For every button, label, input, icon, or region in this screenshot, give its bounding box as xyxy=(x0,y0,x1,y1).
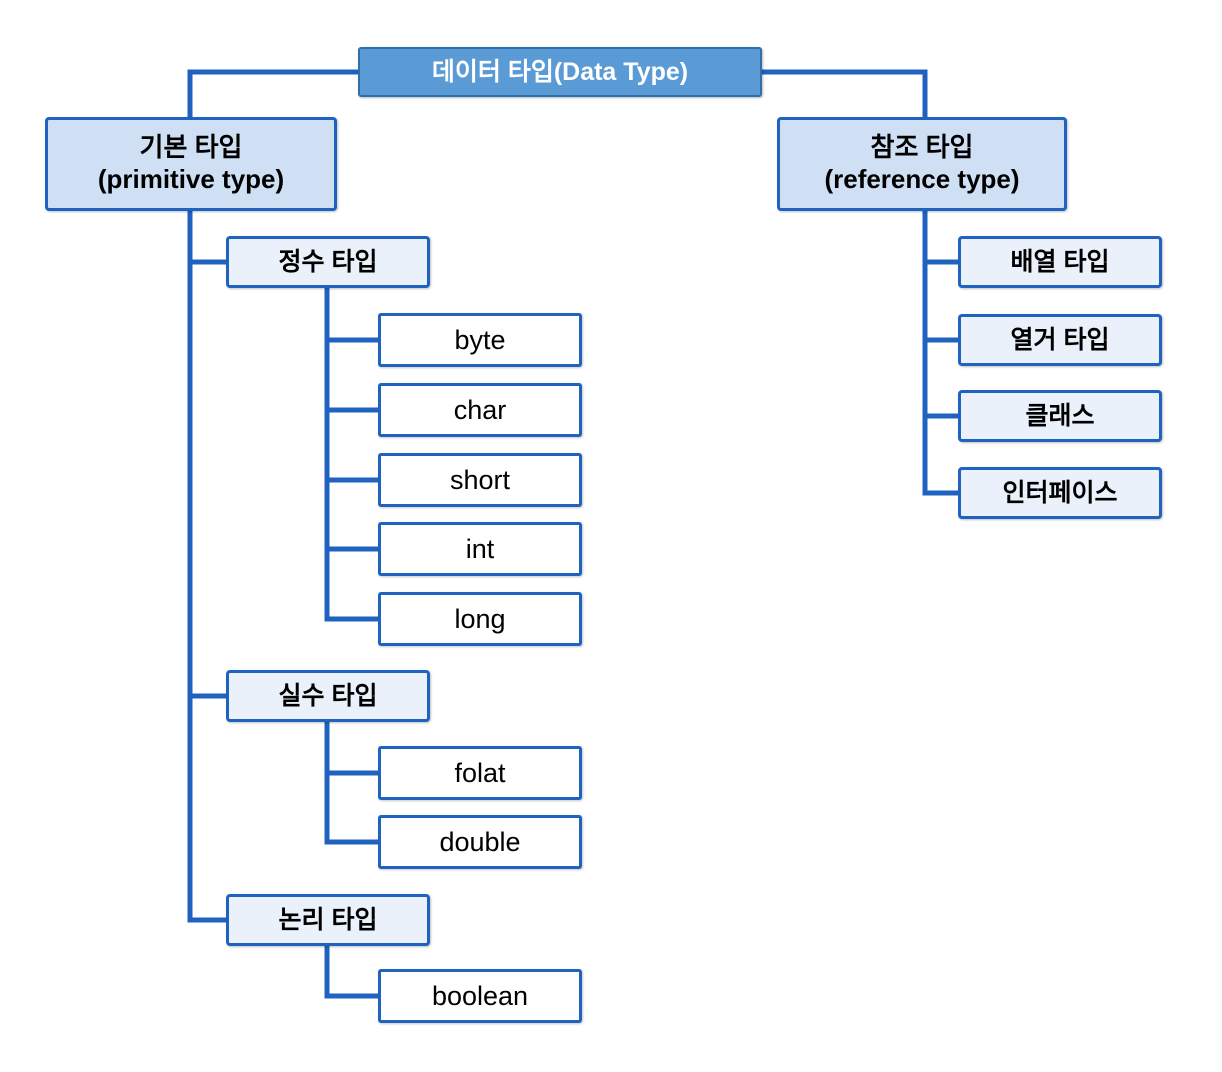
node-short-label: short xyxy=(449,464,511,495)
node-byte-label: byte xyxy=(454,324,506,355)
node-class-type[interactable]: 클래스 xyxy=(958,390,1162,442)
node-char[interactable]: char xyxy=(378,383,582,437)
node-double[interactable]: double xyxy=(378,815,582,869)
node-char-label: char xyxy=(453,394,507,425)
node-integer-type[interactable]: 정수 타입 xyxy=(226,236,430,288)
node-folat-label: folat xyxy=(454,757,506,788)
node-primitive-type-label: 기본 타입 (primitive type) xyxy=(97,132,285,194)
node-primitive-type[interactable]: 기본 타입 (primitive type) xyxy=(45,117,337,211)
node-reference-type-label: 참조 타입 (reference type) xyxy=(824,132,1020,194)
node-boolean[interactable]: boolean xyxy=(378,969,582,1023)
node-interface-type-label: 인터페이스 xyxy=(1002,478,1118,507)
node-root-data-type-label: 데이터 타입(Data Type) xyxy=(431,57,689,86)
node-enum-type[interactable]: 열거 타입 xyxy=(958,314,1162,366)
node-folat[interactable]: folat xyxy=(378,746,582,800)
node-integer-type-label: 정수 타입 xyxy=(278,247,378,276)
node-long[interactable]: long xyxy=(378,592,582,646)
node-int-label: int xyxy=(465,533,495,564)
node-int[interactable]: int xyxy=(378,522,582,576)
node-boolean-type-label: 논리 타입 xyxy=(278,905,378,934)
node-root-data-type[interactable]: 데이터 타입(Data Type) xyxy=(358,47,762,97)
node-interface-type[interactable]: 인터페이스 xyxy=(958,467,1162,519)
node-boolean-type[interactable]: 논리 타입 xyxy=(226,894,430,946)
node-array-type-label: 배열 타입 xyxy=(1010,247,1110,276)
node-long-label: long xyxy=(454,603,506,634)
node-reference-type[interactable]: 참조 타입 (reference type) xyxy=(777,117,1067,211)
node-boolean-label: boolean xyxy=(431,980,529,1011)
node-short[interactable]: short xyxy=(378,453,582,507)
node-byte[interactable]: byte xyxy=(378,313,582,367)
node-double-label: double xyxy=(439,826,521,857)
node-array-type[interactable]: 배열 타입 xyxy=(958,236,1162,288)
node-class-type-label: 클래스 xyxy=(1025,401,1095,430)
node-float-type-label: 실수 타입 xyxy=(278,681,378,710)
node-float-type[interactable]: 실수 타입 xyxy=(226,670,430,722)
node-enum-type-label: 열거 타입 xyxy=(1010,325,1110,354)
